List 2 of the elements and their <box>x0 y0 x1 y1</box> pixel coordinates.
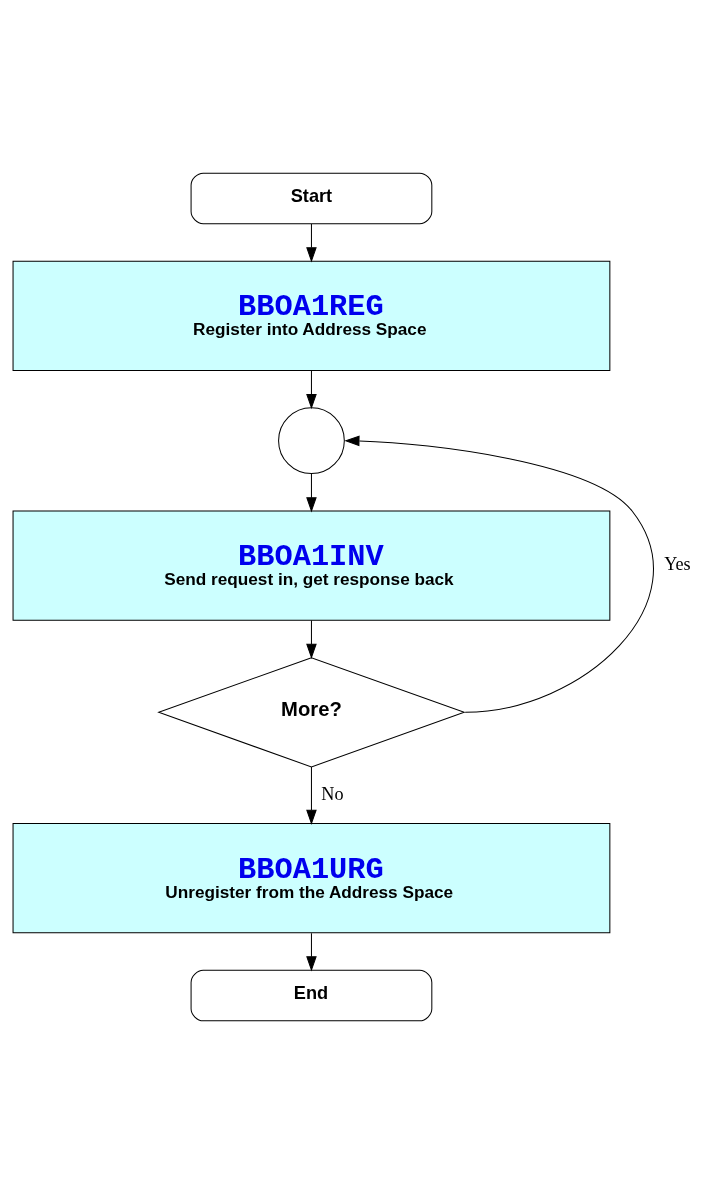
edge-label: Yes <box>663 554 691 575</box>
edge-label: No <box>320 783 344 804</box>
